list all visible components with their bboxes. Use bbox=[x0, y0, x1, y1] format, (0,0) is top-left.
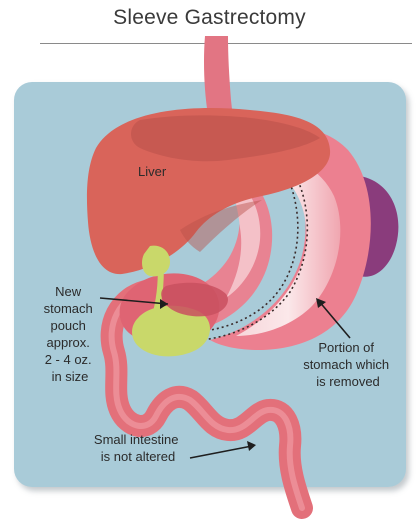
pouch-label-line: stomach bbox=[44, 301, 93, 316]
removed-label-line: is removed bbox=[316, 374, 380, 389]
pouch-label-line: approx. bbox=[47, 335, 90, 350]
pouch-label-line: New bbox=[55, 284, 82, 299]
pouch-label-line: in size bbox=[52, 369, 89, 384]
removed-label-line: stomach which bbox=[303, 357, 389, 372]
liver-label: Liver bbox=[138, 164, 167, 179]
pouch-label-line: pouch bbox=[50, 318, 85, 333]
intestine-label-line: Small intestine bbox=[94, 432, 179, 447]
pouch-label-line: 2 - 4 oz. bbox=[45, 352, 92, 367]
intestine-label-line: is not altered bbox=[101, 449, 175, 464]
removed-label-line: Portion of bbox=[318, 340, 374, 355]
